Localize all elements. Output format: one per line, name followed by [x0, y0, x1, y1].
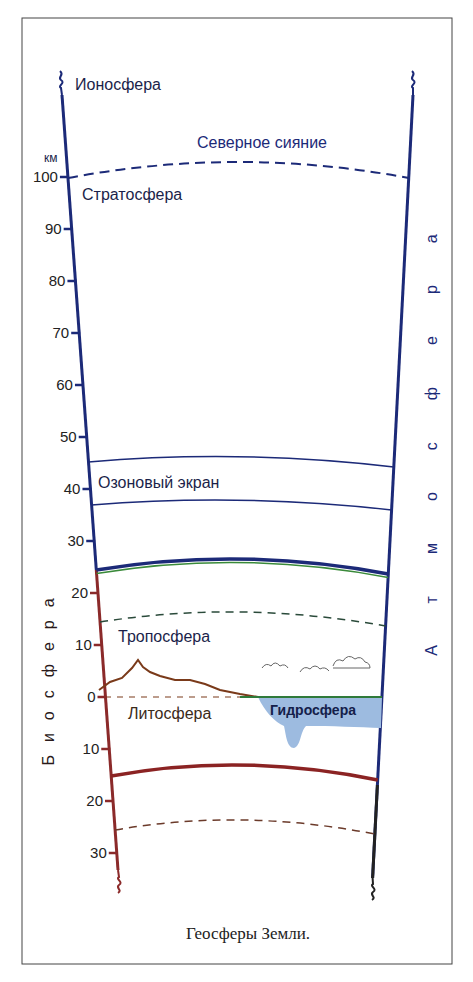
axis-tick	[101, 748, 110, 751]
layer-name: Ионосфера	[75, 76, 161, 94]
left-axis-lower	[96, 570, 118, 870]
right-axis	[373, 95, 413, 878]
axis-number: 40	[64, 480, 81, 497]
axis-tick	[71, 332, 80, 335]
band-label: Озоновый экран	[98, 474, 224, 492]
axis-tick	[98, 696, 107, 699]
axis-number: 80	[49, 272, 66, 289]
axis-tick	[105, 800, 114, 803]
axis-number: 60	[56, 376, 73, 393]
axis-tick	[67, 280, 76, 283]
crust-dashed-line	[115, 820, 375, 834]
biosphere-lower-boundary	[111, 765, 378, 780]
cloud	[300, 666, 329, 672]
layer-name: Гидросфера	[270, 702, 356, 718]
axis-number: 100	[33, 168, 58, 185]
axis-ticks	[60, 177, 118, 853]
axis-number: 70	[53, 324, 70, 341]
right-axis-lower	[373, 785, 378, 878]
axis-number: 30	[68, 532, 85, 549]
ozone-upper-line	[89, 457, 394, 467]
axis-number: 10	[75, 636, 92, 653]
axis-number: 20	[71, 584, 88, 601]
ozone-band: Озоновый экран	[98, 474, 224, 493]
axis-tick	[79, 436, 88, 439]
cloud	[333, 656, 370, 668]
axis-tick	[94, 644, 103, 647]
aurora-line	[68, 162, 409, 178]
aurora-label: Северное сияние	[197, 134, 327, 152]
biosphere-upper-boundary-green	[97, 562, 389, 577]
mountain-relief	[99, 660, 258, 697]
unit-label: км	[44, 152, 58, 166]
figure-caption: Геосферы Земли.	[186, 924, 310, 944]
axis-number: 90	[45, 220, 62, 237]
sphere-name: Атмосфера	[423, 192, 441, 697]
layer-name: Стратосфера	[82, 186, 182, 204]
biosphere-upper-boundary	[96, 559, 388, 574]
axis-tick	[109, 852, 118, 855]
axis-break	[412, 71, 415, 95]
frame	[22, 18, 452, 964]
sphere-name: Биосфера	[40, 585, 58, 778]
ozone-lower-line	[92, 500, 392, 510]
axis-tick	[90, 592, 99, 595]
axis-tick	[64, 228, 73, 231]
sea-level-dashed	[105, 696, 250, 697]
ocean-water	[258, 697, 382, 748]
axis-tick	[86, 540, 95, 543]
axis-break	[60, 71, 63, 95]
axis-number: 0	[87, 688, 95, 705]
ocean-surface	[240, 696, 382, 698]
tropopause-line	[100, 612, 386, 626]
axis-number: 20	[86, 792, 103, 809]
axis-tick	[60, 176, 69, 179]
axis-number: 50	[60, 428, 77, 445]
cloud	[262, 663, 288, 668]
axis-break	[118, 870, 121, 893]
axis-break	[372, 878, 375, 900]
axis-number: 10	[83, 740, 100, 757]
layer-name: Тропосфера	[118, 628, 210, 646]
axis-number: 30	[90, 844, 107, 861]
axis-tick	[82, 488, 91, 491]
layer-name: Литосфера	[128, 705, 211, 723]
axis-tick	[75, 384, 84, 387]
